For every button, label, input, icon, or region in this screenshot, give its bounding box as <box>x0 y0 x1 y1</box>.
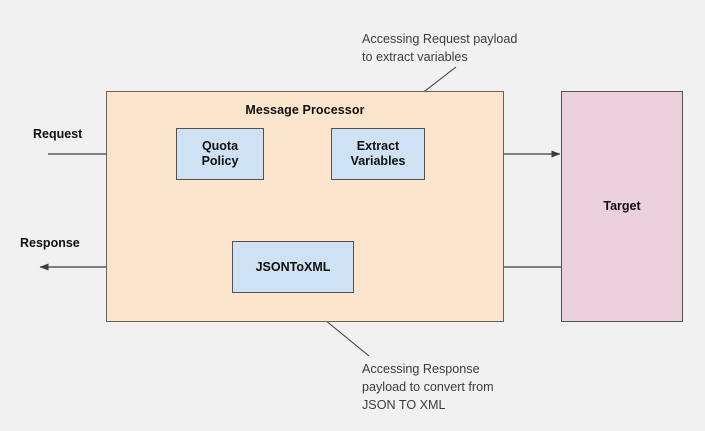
extract-variables-label-line2: Variables <box>350 154 406 168</box>
label-response: Response <box>20 236 80 250</box>
extract-variables-label: Extract Variables <box>351 139 406 169</box>
quota-policy-label-line1: Quota <box>201 139 239 154</box>
container-target[interactable]: Target <box>561 91 683 322</box>
extract-variables-label-line1: Extract <box>356 139 400 154</box>
label-request: Request <box>33 127 83 141</box>
annotation-request-payload: Accessing Request payload to extract var… <box>362 32 518 64</box>
target-label: Target <box>603 199 641 214</box>
node-quota-policy[interactable]: Quota Policy <box>176 128 264 180</box>
message-processor-title: Message Processor <box>245 103 365 117</box>
annotation-response-payload: Accessing Response payload to convert fr… <box>362 362 494 412</box>
node-jsontoxml[interactable]: JSONToXML <box>232 241 354 293</box>
node-extract-variables[interactable]: Extract Variables <box>331 128 425 180</box>
jsontoxml-label: JSONToXML <box>255 259 331 274</box>
quota-policy-label-line2: Policy <box>201 154 239 168</box>
quota-policy-label: Quota Policy <box>202 139 239 169</box>
